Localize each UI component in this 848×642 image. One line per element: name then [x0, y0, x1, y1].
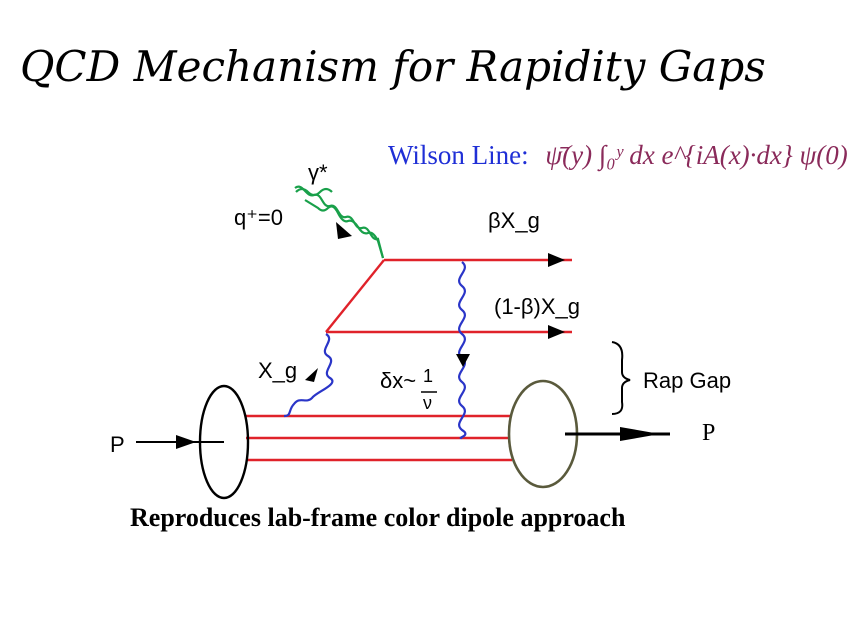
q-plus-label: q⁺=0 [234, 205, 283, 230]
gluon-exchange-arrow-icon [456, 354, 470, 367]
one-minus-beta-xg-label: (1-β)X_g [494, 294, 581, 319]
photon-arrow-icon [336, 222, 352, 239]
quark-lines [246, 258, 572, 462]
wilson-line-formula: ψ̄(y) ∫₀ʸ dx e^{iA(x)·dx} ψ(0) [545, 140, 848, 170]
incoming-proton-label: P [110, 432, 125, 457]
rap-gap-brace [611, 341, 631, 415]
photon-line [295, 187, 385, 259]
gluon-exchange-line [458, 261, 467, 440]
xg-label: X_g [258, 358, 298, 383]
quark-line-diagonal [325, 259, 385, 333]
photon-wavy [294, 185, 385, 259]
delta-x-denominator: ν [423, 393, 432, 413]
arrow-middle-icon [548, 325, 565, 339]
wilson-line-equation: Wilson Line: ψ̄(y) ∫₀ʸ dx e^{iA(x)·dx} ψ… [388, 140, 848, 171]
delta-x-numerator: 1 [423, 366, 434, 386]
arrow-top-icon [548, 253, 565, 267]
outgoing-proton-label: P [702, 420, 716, 446]
slide: QCD Mechanism for Rapidity Gaps Wilson L… [20, 42, 848, 532]
delta-x-label: δx~ [380, 368, 417, 393]
wilson-line-label: Wilson Line: [388, 140, 529, 170]
slide-caption: Reproduces lab-frame color dipole approa… [130, 503, 626, 532]
rap-gap-label: Rap Gap [643, 368, 732, 393]
slide-title: QCD Mechanism for Rapidity Gaps [20, 42, 766, 91]
beta-xg-label: βX_g [488, 208, 540, 233]
outgoing-proton-arrow-icon [620, 427, 660, 441]
feynman-diagram [136, 185, 670, 500]
incoming-proton-arrow-icon [176, 435, 196, 449]
photon-label: γ* [308, 160, 328, 185]
gluon-xg-arrow-icon [305, 368, 318, 382]
gluon-xg-line [283, 333, 334, 418]
